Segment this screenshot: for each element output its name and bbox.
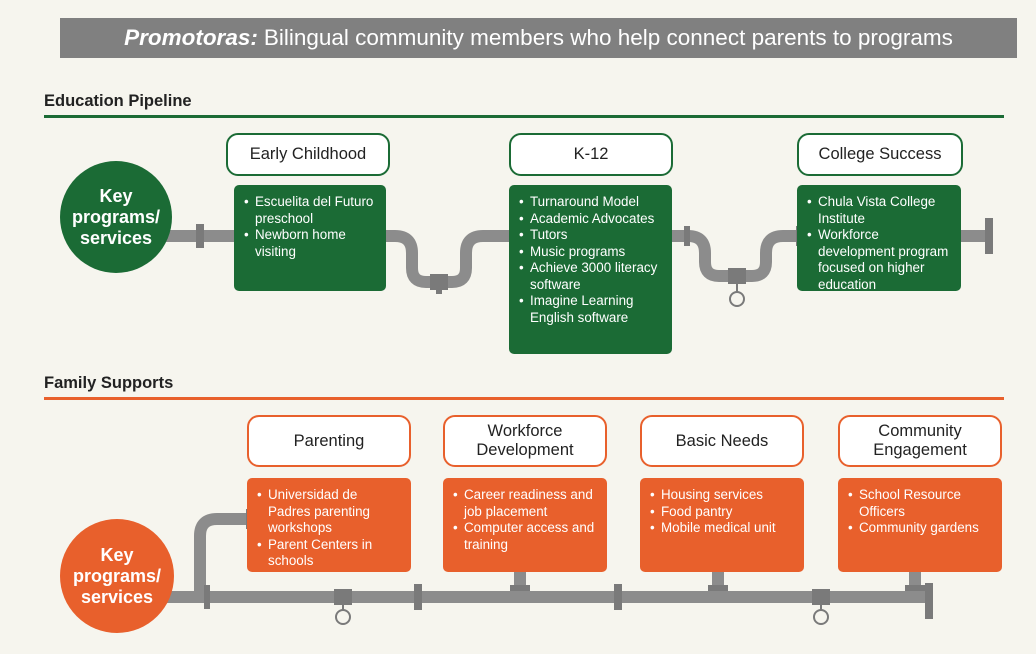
list-item: Workforce development program focused on…	[807, 227, 953, 293]
card-k12: Turnaround Model Academic Advocates Tuto…	[509, 185, 672, 354]
card-workforce-development: Career readiness and job placement Compu…	[443, 478, 607, 572]
stage-community-engagement: Community Engagement	[838, 415, 1002, 467]
list-item: Computer access and training	[453, 520, 599, 553]
education-divider	[44, 115, 1004, 118]
family-key-line-2: programs/	[72, 565, 162, 586]
card-early-childhood: Escuelita del Futuro preschool Newborn h…	[234, 185, 386, 291]
list-item: Career readiness and job placement	[453, 487, 599, 520]
stage-basic-needs: Basic Needs	[640, 415, 804, 467]
list-item: Housing services	[650, 487, 796, 504]
list-item: Parent Centers in schools	[257, 537, 403, 570]
stage-k12: K-12	[509, 133, 673, 176]
list-item: Newborn home visiting	[244, 227, 378, 260]
list-item: Chula Vista College Institute	[807, 194, 953, 227]
list-item: Mobile medical unit	[650, 520, 796, 537]
family-key-circle: Key programs/ services	[60, 519, 174, 633]
card-basic-needs: Housing services Food pantry Mobile medi…	[640, 478, 804, 572]
education-section-title: Education Pipeline	[44, 92, 192, 110]
list-item: Music programs	[519, 244, 664, 261]
promotoras-banner: Promotoras: Bilingual community members …	[60, 18, 1017, 58]
stage-college-success: College Success	[797, 133, 963, 176]
stage-workforce-development: Workforce Development	[443, 415, 607, 467]
education-key-line-1: Key	[99, 185, 133, 206]
list-item: Escuelita del Futuro preschool	[244, 194, 378, 227]
list-item: Universidad de Padres parenting workshop…	[257, 487, 403, 537]
list-item: Academic Advocates	[519, 211, 664, 228]
list-item: Tutors	[519, 227, 664, 244]
education-key-circle: Key programs/ services	[60, 161, 172, 273]
family-section-title: Family Supports	[44, 374, 174, 392]
education-pipe-2	[385, 230, 515, 288]
card-college-success: Chula Vista College Institute Workforce …	[797, 185, 961, 293]
card-parenting: Universidad de Padres parenting workshop…	[247, 478, 411, 572]
list-item: Turnaround Model	[519, 194, 664, 211]
banner-lead: Promotoras:	[124, 25, 258, 50]
banner-text: Bilingual community members who help con…	[263, 25, 953, 50]
stage-early-childhood: Early Childhood	[226, 133, 390, 176]
list-item: Community gardens	[848, 520, 994, 537]
education-key-line-2: programs/	[71, 206, 161, 227]
education-key-line-3: services	[79, 227, 153, 248]
list-item: Imagine Learning English software	[519, 293, 664, 326]
list-item: School Resource Officers	[848, 487, 994, 520]
family-key-line-3: services	[80, 586, 154, 607]
card-community-engagement: School Resource Officers Community garde…	[838, 478, 1002, 572]
list-item: Food pantry	[650, 504, 796, 521]
family-divider	[44, 397, 1004, 400]
family-key-line-1: Key	[100, 544, 134, 565]
family-pipe-riser	[194, 513, 252, 597]
list-item: Achieve 3000 literacy software	[519, 260, 664, 293]
stage-parenting: Parenting	[247, 415, 411, 467]
